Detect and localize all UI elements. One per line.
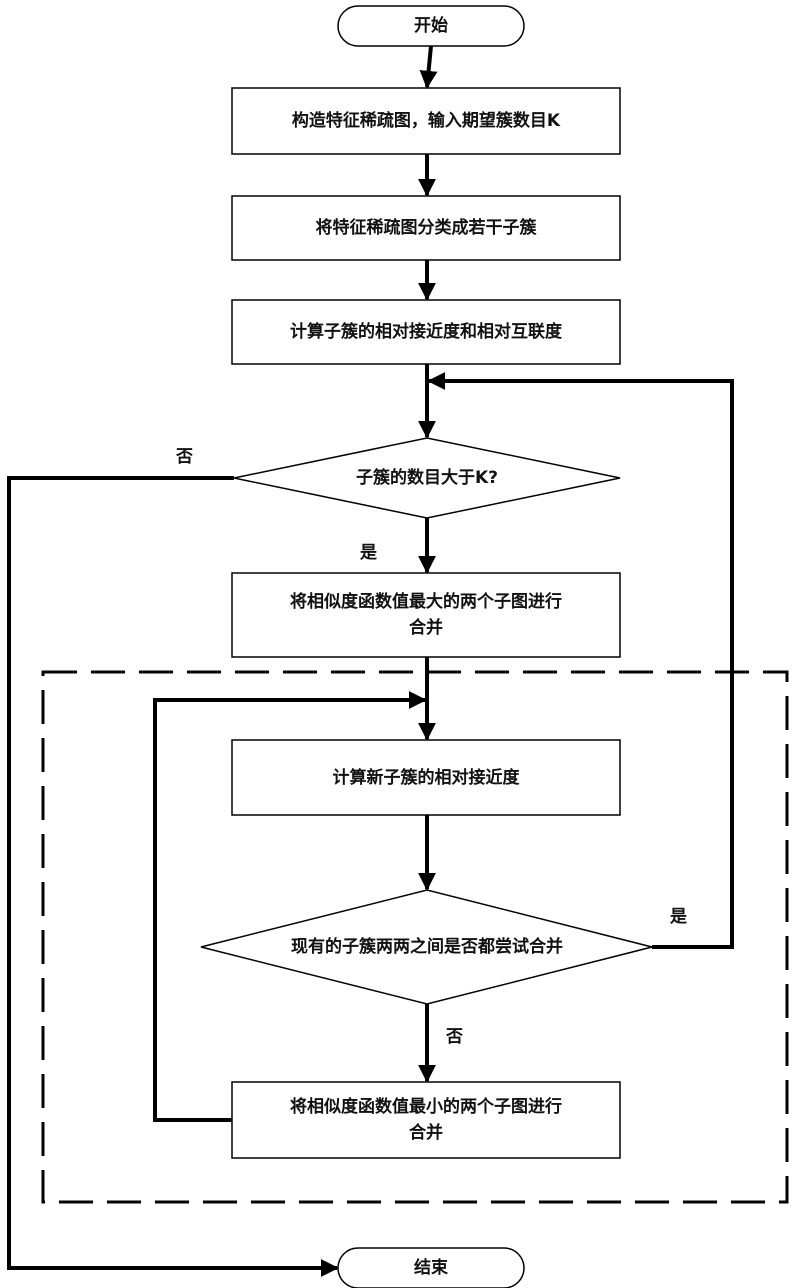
process-build-graph bbox=[231, 87, 621, 155]
arrow-decision1-no-to-end bbox=[7, 476, 339, 1277]
step2-text: 将特征稀疏图分类成若干子簇 bbox=[315, 218, 537, 238]
decision2-label: 现有的子簇两两之间是否都尝试合并 bbox=[226, 927, 628, 967]
edge-label-decision1-yes: 是 bbox=[360, 543, 377, 563]
step1-text: 构造特征稀疏图，输入期望簇数目K bbox=[291, 111, 561, 131]
step6-text-line1: 将相似度函数值最小的两个子图进行 bbox=[290, 1097, 562, 1117]
decision2-text: 现有的子簇两两之间是否都尝试合并 bbox=[291, 937, 563, 957]
arrow-step6-loop-back bbox=[153, 691, 427, 1122]
edge-label-decision1-no: 否 bbox=[176, 447, 193, 467]
step6-label: 将相似度函数值最小的两个子图进行 合并 bbox=[232, 1082, 620, 1158]
loop-region-dashed bbox=[41, 670, 789, 1204]
step4-label: 将相似度函数值最大的两个子图进行 合并 bbox=[232, 573, 620, 657]
step1-label: 构造特征稀疏图，输入期望簇数目K bbox=[232, 88, 620, 154]
start-text: 开始 bbox=[414, 16, 448, 36]
arrow-decision2-yes-loop bbox=[427, 372, 734, 949]
end-label: 结束 bbox=[338, 1248, 524, 1288]
step2-label: 将特征稀疏图分类成若干子簇 bbox=[232, 196, 620, 260]
step6-text-line2: 合并 bbox=[409, 1123, 443, 1143]
step3-label: 计算子簇的相对接近度和相对互联度 bbox=[232, 300, 620, 364]
arrow-start-to-step1 bbox=[419, 45, 438, 89]
decision-count bbox=[233, 437, 621, 519]
decision1-text: 子簇的数目大于K? bbox=[355, 468, 499, 488]
start-label: 开始 bbox=[338, 6, 524, 46]
step5-text: 计算新子簇的相对接近度 bbox=[332, 767, 520, 788]
step3-text: 计算子簇的相对接近度和相对互联度 bbox=[290, 322, 562, 342]
decision1-label: 子簇的数目大于K? bbox=[260, 458, 594, 498]
step4-text-line1: 将相似度函数值最大的两个子图进行 bbox=[290, 592, 562, 612]
end-text: 结束 bbox=[414, 1258, 448, 1278]
step5-label: 计算新子簇的相对接近度 bbox=[232, 740, 620, 815]
step4-text-line2: 合并 bbox=[409, 618, 443, 638]
edge-label-decision2-yes: 是 bbox=[670, 907, 687, 927]
process-compute-new bbox=[231, 739, 621, 816]
process-merge-max bbox=[231, 572, 621, 658]
edge-label-decision2-no: 否 bbox=[446, 1027, 463, 1047]
process-compute bbox=[231, 299, 621, 365]
